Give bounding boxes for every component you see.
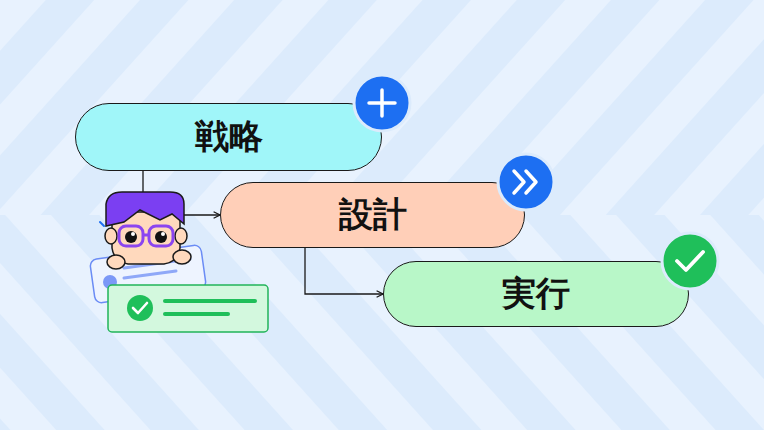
process-pill: 戦略: [75, 103, 382, 171]
node-label: 戦略: [195, 118, 263, 155]
process-pill: 設計: [220, 182, 525, 248]
process-pill: 実行: [383, 261, 689, 327]
flow-arrow: [143, 171, 220, 215]
plus-badge: [354, 75, 410, 131]
flow-arrow: [305, 248, 383, 294]
check-badge: [662, 233, 718, 289]
node-label: 設計: [339, 196, 407, 233]
forward-badge: [498, 154, 554, 210]
node-label: 実行: [502, 275, 570, 312]
